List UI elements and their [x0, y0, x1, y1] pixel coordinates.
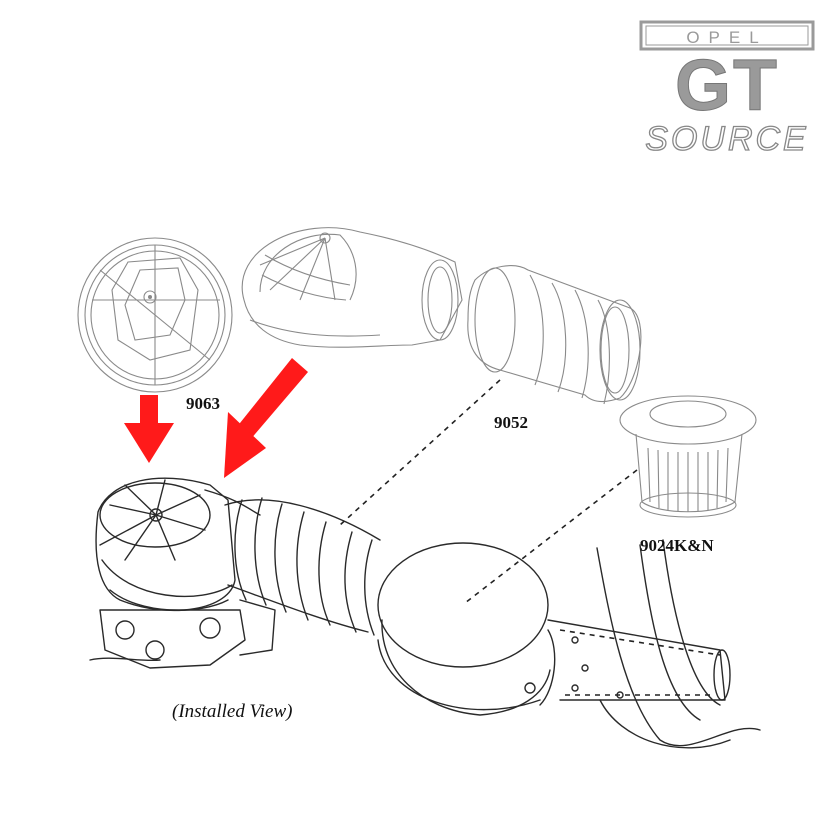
- leader-bracket-top: [559, 629, 721, 656]
- part-9024-filter-drawing: [619, 395, 757, 518]
- label-9063: 9063: [186, 394, 220, 413]
- part-9052-sleeve-drawing: [467, 265, 642, 405]
- label-9052: 9052: [494, 413, 528, 432]
- logo-line3: SOURCE: [645, 120, 808, 158]
- leader-9052: [339, 379, 501, 526]
- installed-view-caption: (Installed View): [172, 701, 292, 722]
- arrow-down-icon: [124, 395, 174, 463]
- red-arrows: [124, 358, 308, 478]
- part-9063-lid-drawing: [77, 237, 233, 393]
- logo-line2: GT: [675, 46, 779, 126]
- leader-lines: [339, 379, 721, 696]
- arrow-diagonal-icon: [224, 358, 308, 478]
- logo-line1: OPEL: [686, 28, 767, 47]
- installed-view-drawing: [89, 477, 761, 749]
- label-9024: 9024K&N: [640, 536, 714, 555]
- opel-gt-source-logo: OPEL GT SOURCE: [639, 20, 815, 159]
- leader-9024: [464, 469, 638, 604]
- elbow-housing-drawing: [241, 227, 463, 348]
